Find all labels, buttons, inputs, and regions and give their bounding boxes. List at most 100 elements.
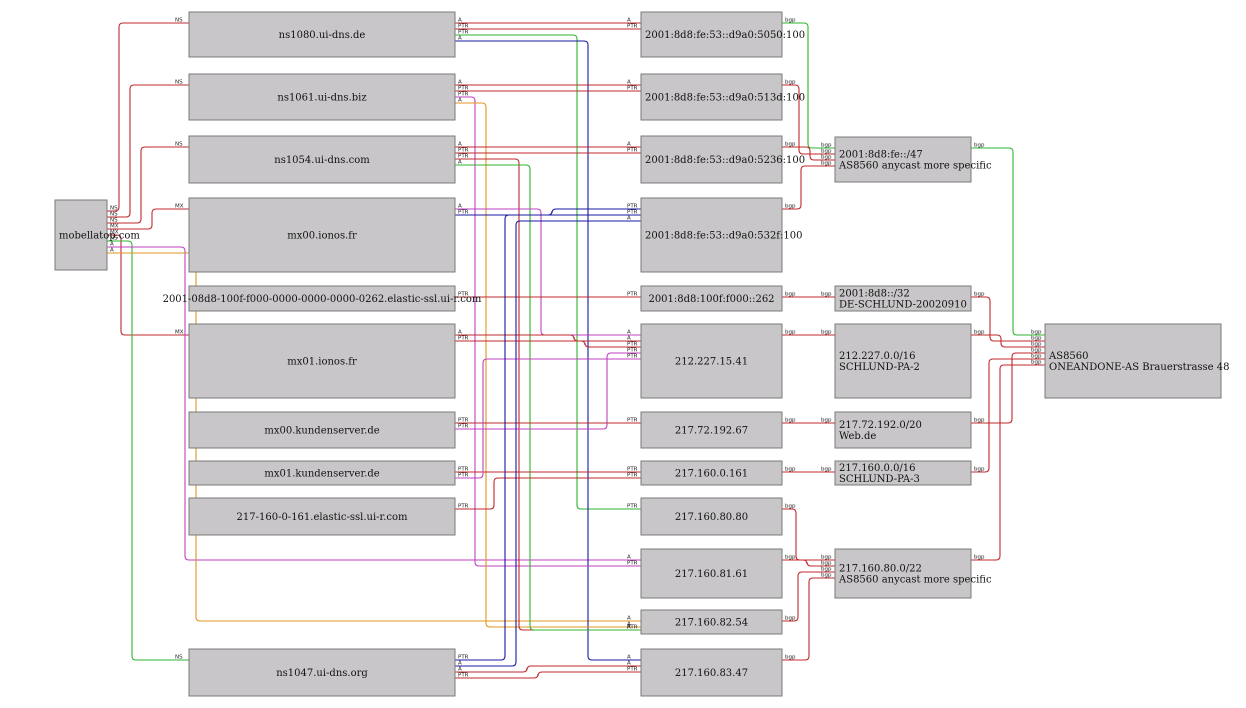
node-ns1047: ns1047.ui-dns.org xyxy=(188,648,456,697)
node-label-ip0161: 217.160.0.161 xyxy=(675,469,748,480)
node-label-pfx8022: AS8560 anycast more specific xyxy=(838,575,992,586)
node-label-ip513d: 2001:8d8:fe:53::d9a0:513d:100 xyxy=(645,93,805,104)
edge-pfx32-as8560 xyxy=(971,296,1045,342)
edge-ns1080-ip8347 xyxy=(455,40,641,661)
node-box-ip8080 xyxy=(640,497,783,536)
edge-label: A xyxy=(458,667,462,673)
edge-label: A xyxy=(458,160,462,166)
edge-label: bgp xyxy=(974,292,985,298)
edge-label: MX xyxy=(110,230,119,236)
edge-label: A xyxy=(627,18,631,24)
edge-mobellatop-ip8161 xyxy=(107,246,641,561)
node-ip262: 2001:8d8:100f:f000::262 xyxy=(640,285,783,312)
edge-label: bgp xyxy=(821,161,832,167)
edge-label: PTR xyxy=(458,473,469,479)
edge-label: PTR xyxy=(458,418,469,424)
edge-label: NS xyxy=(175,655,183,661)
edge-label: PTR xyxy=(627,561,638,567)
edge-label: A xyxy=(458,98,462,104)
edge-label: PTR xyxy=(458,210,469,216)
node-box-pfx160 xyxy=(834,460,972,486)
edge-label: bgp xyxy=(1031,354,1042,360)
node-ptr161: 217-160-0-161.elastic-ssl.ui-r.com xyxy=(188,497,456,536)
edge-label: PTR xyxy=(458,336,469,342)
node-mobellatop: mobellatop.com xyxy=(54,199,140,271)
edge-ip8347-pfx8022 xyxy=(782,577,835,661)
edge-mx00ionos-ip532f xyxy=(455,208,641,216)
edge-ns1047-ip8347 xyxy=(455,671,641,679)
edge-label: PTR xyxy=(458,154,469,160)
node-box-ip532f xyxy=(640,197,783,273)
node-label-ip5236: 2001:8d8:fe:53::d9a0:5236:100 xyxy=(645,155,805,166)
edge-label: A xyxy=(627,661,631,667)
edge-label: bgp xyxy=(821,467,832,473)
edge-label: PTR xyxy=(627,148,638,154)
edge-label: NS xyxy=(175,142,183,148)
node-box-ip1541 xyxy=(640,323,783,399)
edge-label: bgp xyxy=(821,555,832,561)
node-box-ip8254 xyxy=(640,609,783,635)
node-mx01kunden: mx01.kundenserver.de xyxy=(188,460,456,486)
edge-label: bgp xyxy=(974,555,985,561)
edge-label: MX xyxy=(110,224,119,230)
edge-ns1047-ip532f xyxy=(455,214,641,661)
edge-ns1061-ip8254 xyxy=(455,102,641,628)
edge-label: A xyxy=(458,661,462,667)
edge-label: bgp xyxy=(785,504,796,510)
edge-mx01ionos-ip1541 xyxy=(455,334,641,342)
edge-label: MX xyxy=(175,204,184,210)
edge-label: bgp xyxy=(974,418,985,424)
node-box-ns1047 xyxy=(188,648,456,697)
edge-mobellatop-ns1061 xyxy=(107,84,189,218)
node-ip8161: 217.160.81.61 xyxy=(640,548,783,599)
edge-label: NS xyxy=(110,236,118,242)
node-box-mx00kunden xyxy=(188,411,456,449)
edge-label: A xyxy=(627,625,631,631)
node-ptr6262: 2001-08d8-100f-f000-0000-0000-0000-0262.… xyxy=(163,285,482,312)
edge-label: A xyxy=(458,80,462,86)
edge-label: A xyxy=(627,616,631,622)
edge-label: A xyxy=(458,204,462,210)
node-ns1080: ns1080.ui-dns.de xyxy=(188,11,456,58)
node-box-ns1061 xyxy=(188,73,456,121)
edge-label: bgp xyxy=(785,655,796,661)
edge-pfx72-as8560 xyxy=(971,352,1045,424)
node-label-as8560: ONEANDONE-AS Brauerstrasse 48 xyxy=(1049,362,1230,373)
edge-ip5050-pfx47 xyxy=(782,22,835,149)
edge-label: PTR xyxy=(627,24,638,30)
node-label-pfx8022: 217.160.80.0/22 xyxy=(839,564,922,575)
node-ns1054: ns1054.ui-dns.com xyxy=(188,135,456,184)
edge-label: PTR xyxy=(627,348,638,354)
node-box-ptr6262 xyxy=(188,285,456,312)
edge-label: PTR xyxy=(458,24,469,30)
edge-label: bgp xyxy=(785,467,796,473)
edge-mx01kunden-ip1541 xyxy=(455,358,641,479)
edge-label: NS xyxy=(110,212,118,218)
edge-label: bgp xyxy=(821,155,832,161)
edge-label: A xyxy=(627,555,631,561)
node-mx00kunden: mx00.kundenserver.de xyxy=(188,411,456,449)
edge-ip532f-pfx47 xyxy=(782,165,835,210)
node-label-mx01kunden: mx01.kundenserver.de xyxy=(264,469,379,480)
edge-label: PTR xyxy=(458,148,469,154)
node-label-pfx227: 212.227.0.0/16 xyxy=(839,351,916,362)
node-label-ns1054: ns1054.ui-dns.com xyxy=(274,155,370,166)
edge-label: A xyxy=(458,36,462,42)
node-label-mx00ionos: mx00.ionos.fr xyxy=(287,231,357,242)
node-box-ns1080 xyxy=(188,11,456,58)
edge-label: bgp xyxy=(974,467,985,473)
edge-label: PTR xyxy=(458,655,469,661)
node-mx00ionos: mx00.ionos.fr xyxy=(188,197,456,273)
edge-mx01ionos-ip1541 xyxy=(455,340,641,348)
node-box-mx00ionos xyxy=(188,197,456,273)
node-box-pfx8022 xyxy=(834,548,972,599)
node-label-ptr161: 217-160-0-161.elastic-ssl.ui-r.com xyxy=(237,512,408,523)
edge-pfx160-as8560 xyxy=(971,358,1045,473)
edge-label: bgp xyxy=(785,330,796,336)
edge-ip513d-pfx47 xyxy=(782,84,835,155)
edge-label: A xyxy=(458,142,462,148)
